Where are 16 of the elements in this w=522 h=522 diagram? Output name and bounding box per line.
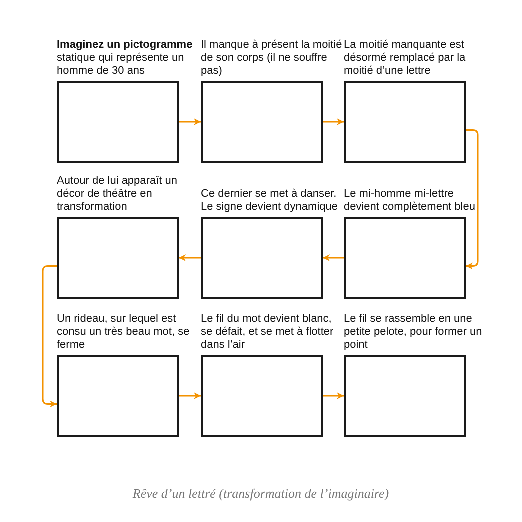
caption: Rêve d’un lettré (transformation de l’imaginaire) bbox=[132, 486, 390, 502]
step-description: Il manque à présent la moitié de son corps (il ne souffre pas) bbox=[201, 39, 343, 78]
step-description: Un rideau, sur lequel est consu un très beau mot, se ferme bbox=[57, 313, 191, 352]
step-description: Le mi-homme mi-lettre devient complètement bleu bbox=[344, 188, 476, 214]
arrow bbox=[179, 254, 201, 262]
step-description: Le fil se rassemble en une petite pelote, pour former un point bbox=[344, 313, 484, 352]
arrow bbox=[179, 118, 201, 126]
step-description: Autour de lui apparaît un décor de théâtre en transformation bbox=[57, 175, 178, 214]
step-description: Le fil du mot devient blanc, se défait, et se met à flotter dans l’air bbox=[201, 313, 335, 352]
step-description: Ce dernier se met à danser. Le signe devient dynamique bbox=[201, 188, 339, 214]
step-description: La moitié manquante est désormé remplacé par la moitié d’une lettre bbox=[344, 39, 467, 78]
arrow bbox=[323, 118, 344, 126]
step-description: Imaginez un pictogramme statique qui représente un homme de 30 ans bbox=[57, 39, 194, 78]
arrow bbox=[323, 392, 344, 400]
arrow bbox=[323, 254, 344, 262]
arrow bbox=[179, 392, 201, 400]
